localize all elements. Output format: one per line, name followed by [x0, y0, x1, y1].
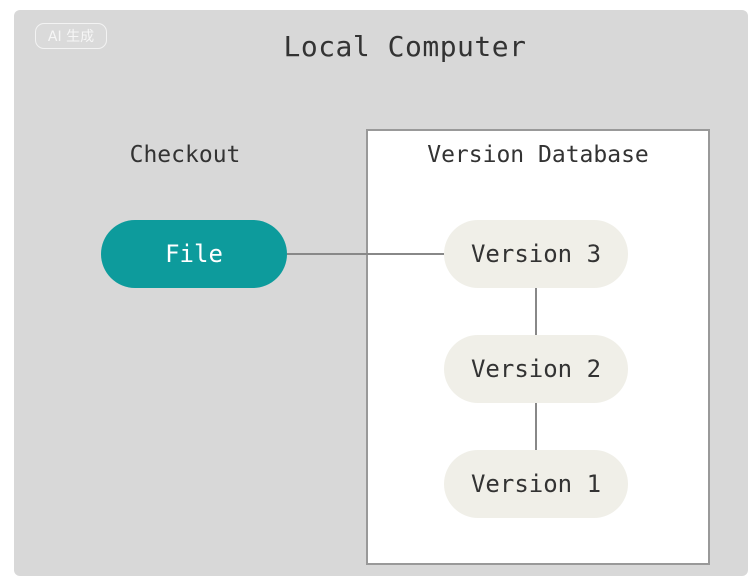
file-to-version3-connector	[287, 253, 444, 255]
version-3-node: Version 3	[444, 220, 628, 288]
version-2-node: Version 2	[444, 335, 628, 403]
version-database-label: Version Database	[427, 142, 649, 168]
checkout-label: Checkout	[129, 142, 241, 168]
file-node: File	[101, 220, 287, 288]
version2-to-version1-connector	[535, 403, 537, 450]
version3-to-version2-connector	[535, 288, 537, 335]
ai-generated-badge: AI 生成	[35, 23, 107, 49]
version-1-node: Version 1	[444, 450, 628, 518]
diagram-title: Local Computer	[283, 30, 527, 63]
